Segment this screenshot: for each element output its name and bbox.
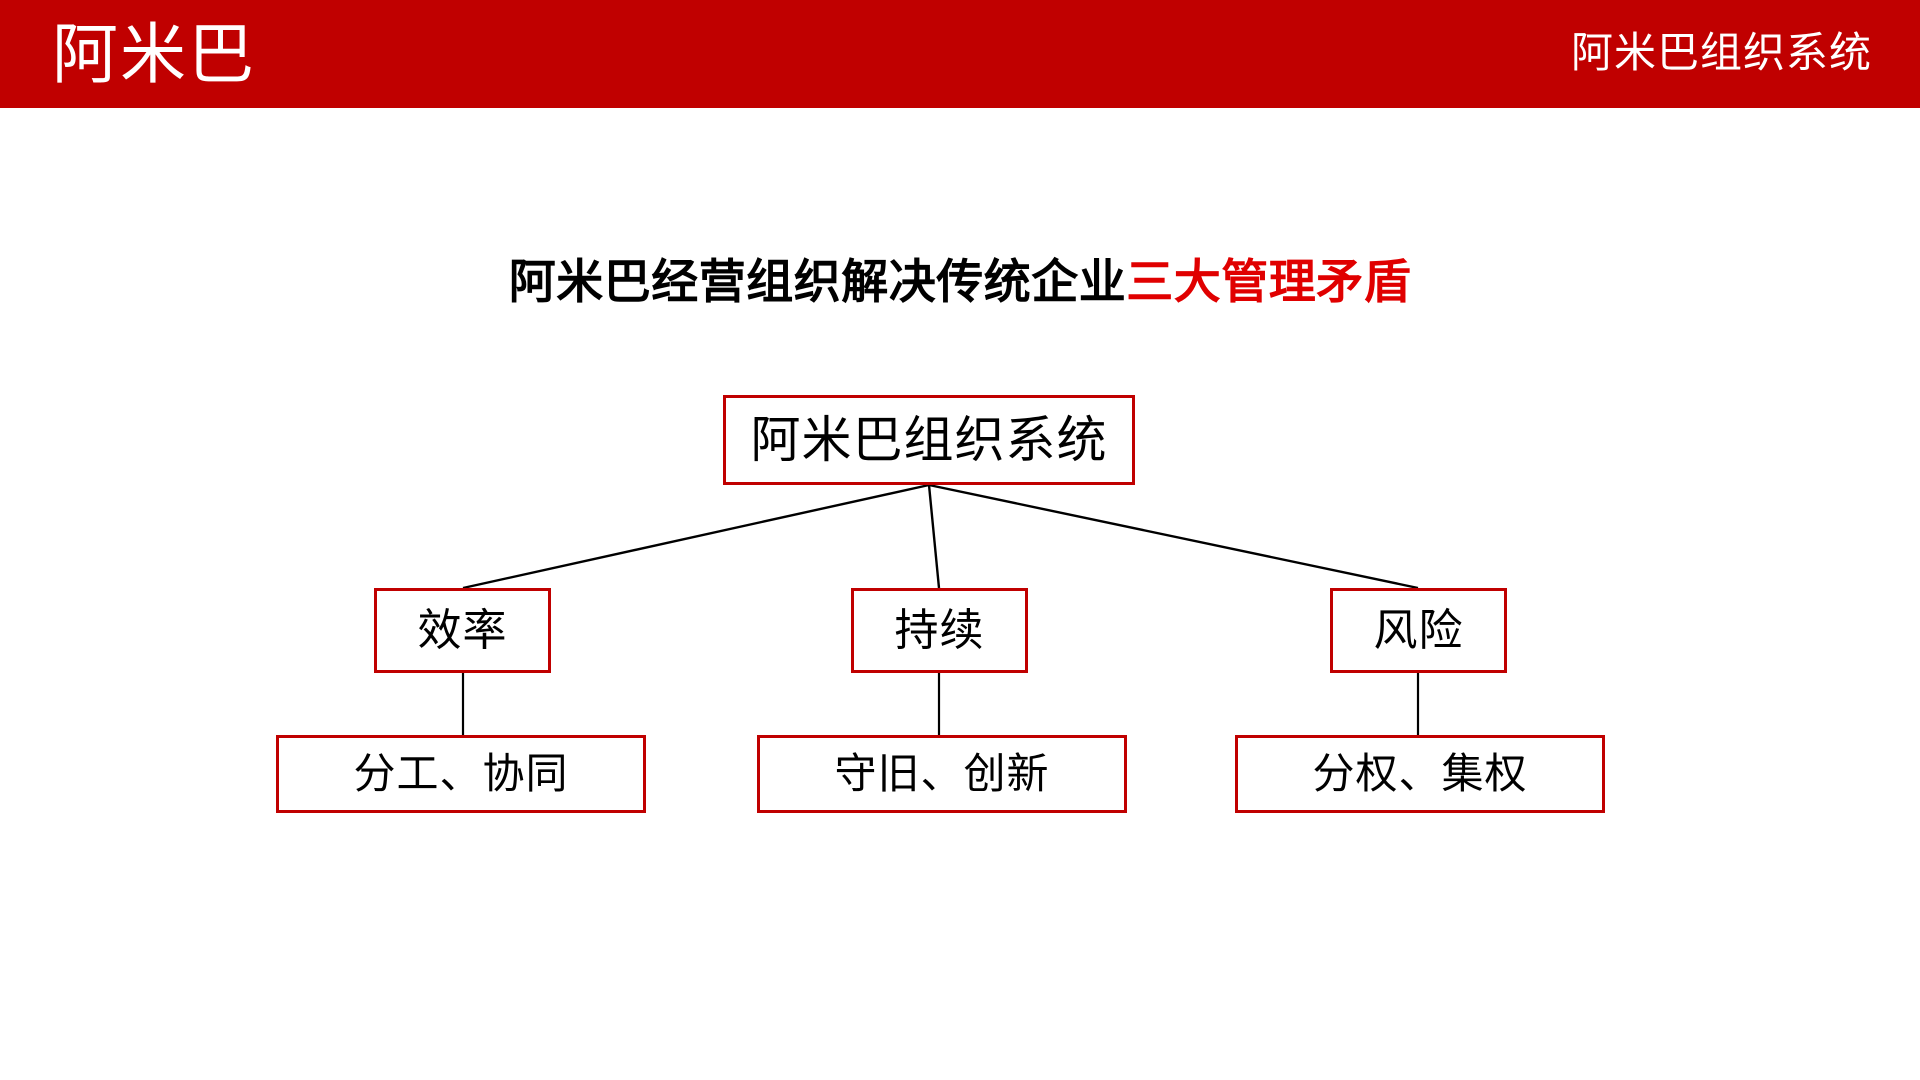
diagram-node-tradition-innovation[interactable]: 守旧、创新 [757,735,1127,813]
page-title-black-segment: 阿米巴经营组织解决传统企业 [508,255,1127,308]
diagram-node-efficiency[interactable]: 效率 [374,588,551,673]
diagram-node-decentralize-centralize[interactable]: 分权、集权 [1235,735,1605,813]
brand-logo-text: 阿米巴 [52,17,256,91]
header-section-title: 阿米巴组织系统 [1570,29,1872,76]
diagram-node-risk[interactable]: 风险 [1330,588,1507,673]
diagram-node-sustain[interactable]: 持续 [851,588,1028,673]
diagram-node-division-collaboration[interactable]: 分工、协同 [276,735,646,813]
page-title-red-segment: 三大管理矛盾 [1126,255,1412,308]
slide-header-band: 阿米巴 阿米巴组织系统 [0,0,1920,108]
diagram-node-root[interactable]: 阿米巴组织系统 [723,395,1135,485]
page-title: 阿米巴经营组织解决传统企业三大管理矛盾 [0,252,1920,312]
